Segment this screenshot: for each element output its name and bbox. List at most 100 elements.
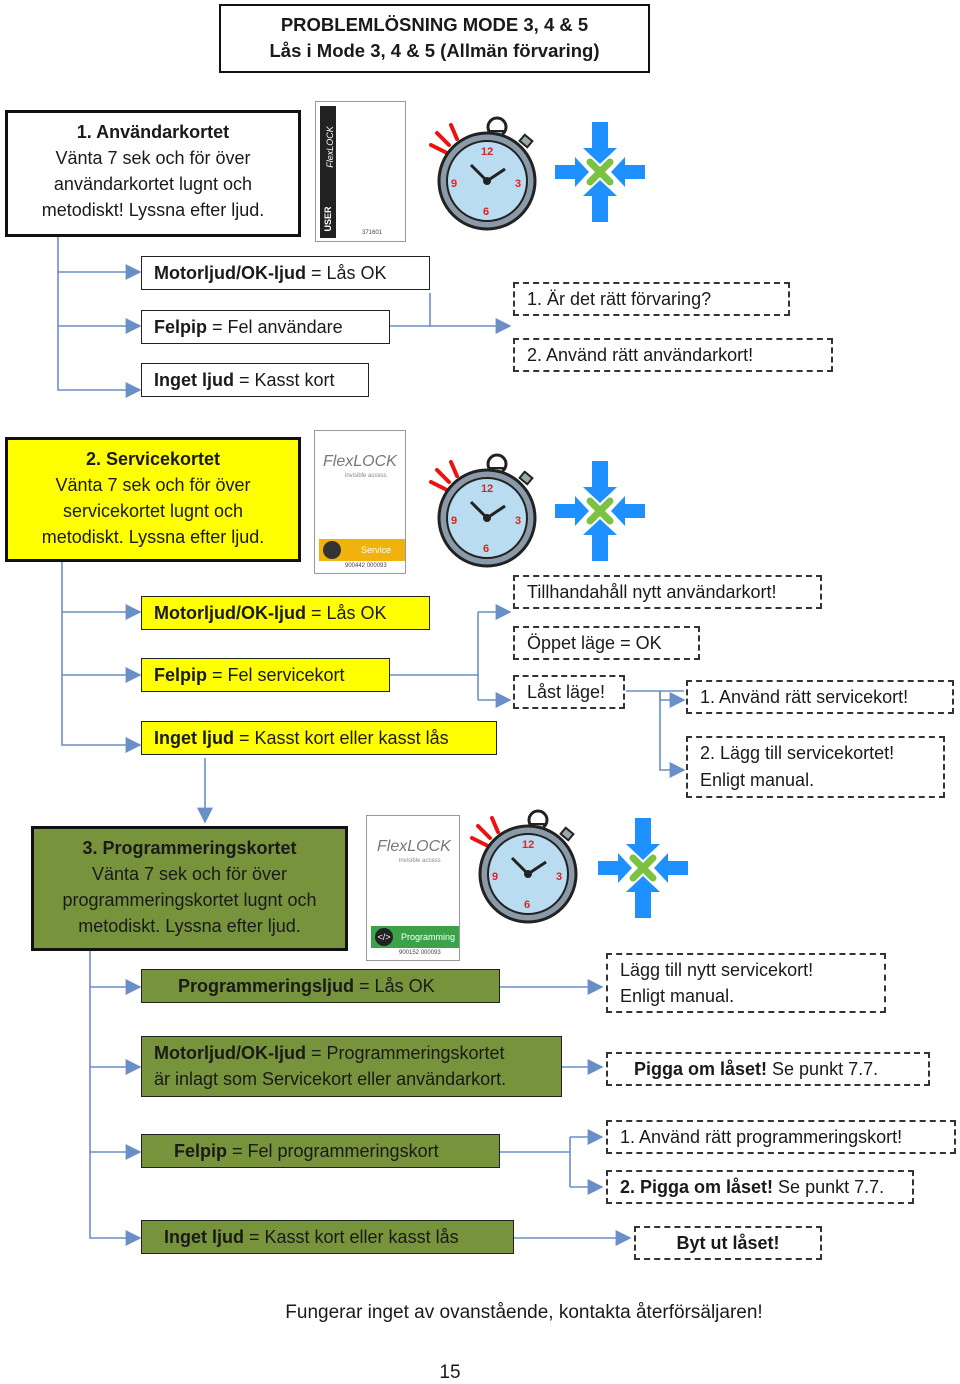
stopwatch-number-12: 12 xyxy=(522,839,534,851)
s3-result-felpip-value: = Fel programmeringskort xyxy=(227,1141,439,1161)
s3-result-ok: Programmeringsljud = Lås OK xyxy=(141,969,500,1003)
s2-action-new-user-card: Tillhandahåll nytt användarkort! xyxy=(513,575,822,609)
s1-result-silent-value: = Kasst kort xyxy=(234,370,335,390)
code-icon: </> xyxy=(375,928,393,946)
stopwatch-number-3: 3 xyxy=(515,515,521,527)
s3-result-motor-key: Motorljud/OK-ljud xyxy=(154,1043,306,1063)
page-title: PROBLEMLÖSNING MODE 3, 4 & 5 xyxy=(280,14,589,35)
step-1-heading: 1. Användarkortet xyxy=(76,122,230,142)
stopwatch-number-12: 12 xyxy=(481,146,493,158)
step-3-heading: 3. Programmeringskortet xyxy=(82,838,297,858)
programming-card-image: FlexLOCK invisible access </> Programmin… xyxy=(366,815,460,961)
s3-result-silent-key: Inget ljud xyxy=(164,1227,244,1247)
s3-action-add-service-card-line2: Enligt manual. xyxy=(620,986,735,1006)
programming-card-tagline: invisible access xyxy=(399,858,441,864)
s1-result-felpip: Felpip = Fel användare xyxy=(141,310,390,344)
programming-card-code: 900152 000093 xyxy=(399,950,441,956)
stopwatch-number-9: 9 xyxy=(451,515,457,527)
page-title-box: PROBLEMLÖSNING MODE 3, 4 & 5 Lås i Mode … xyxy=(219,4,650,73)
s3-result-felpip-key: Felpip xyxy=(174,1141,227,1161)
page-number: 15 xyxy=(439,1362,461,1383)
step-1-user-card-box: 1. Användarkortet Vänta 7 sek och för öv… xyxy=(5,110,301,237)
s3-result-ok-key: Programmeringsljud xyxy=(178,976,355,996)
s2-result-felpip-key: Felpip xyxy=(154,665,207,685)
converge-arrows-icon xyxy=(555,122,645,222)
s2-result-felpip: Felpip = Fel servicekort xyxy=(141,658,390,692)
s2-result-ok-key: Motorljud/OK-ljud xyxy=(154,603,306,623)
s3-action-reset-lock-2: 2. Pigga om låset! Se punkt 7.7. xyxy=(606,1170,914,1204)
step-3-body: Vänta 7 sek och för över programmeringsk… xyxy=(62,864,317,936)
step-1-body: Vänta 7 sek och för över användarkortet … xyxy=(41,148,265,220)
step-2-body: Vänta 7 sek och för över servicekortet l… xyxy=(41,475,265,547)
s2-result-ok-value: = Lås OK xyxy=(305,603,387,623)
stopwatch-number-9: 9 xyxy=(492,871,498,883)
programming-card-label: Programming xyxy=(401,932,456,942)
s3-action-add-service-card: Lägg till nytt servicekort! Enligt manua… xyxy=(606,953,886,1013)
stopwatch-icon: 12 3 6 9 xyxy=(425,115,543,233)
s1-action-2: 2. Använd rätt användarkort! xyxy=(513,338,833,372)
s2-action-open-mode: Öppet läge = OK xyxy=(513,626,700,660)
footer-note: Fungerar inget av ovanstående, kontakta … xyxy=(285,1302,763,1323)
s2-result-silent: Inget ljud = Kasst kort eller kasst lås xyxy=(141,721,497,755)
s3-result-silent: Inget ljud = Kasst kort eller kasst lås xyxy=(141,1220,514,1254)
s1-result-felpip-value: = Fel användare xyxy=(207,317,343,337)
stopwatch-number-9: 9 xyxy=(451,178,457,190)
s2-action-add-service-card-line1: 2. Lägg till servicekortet! xyxy=(700,743,895,763)
s3-result-motor-value2: är inlagt som Servicekort eller användar… xyxy=(154,1069,507,1089)
page-subtitle: Lås i Mode 3, 4 & 5 (Allmän förvaring) xyxy=(269,40,600,61)
service-card-label: Service xyxy=(361,545,392,555)
s3-action-right-programming-card: 1. Använd rätt programmeringskort! xyxy=(606,1120,956,1154)
s3-result-motor-value: = Programmeringskortet xyxy=(305,1043,505,1063)
converge-arrows-icon xyxy=(598,818,688,918)
s1-result-silent-key: Inget ljud xyxy=(154,370,234,390)
stopwatch-number-6: 6 xyxy=(483,543,489,555)
s1-result-ok-key: Motorljud/OK-ljud xyxy=(154,263,306,283)
wrench-icon xyxy=(323,541,341,559)
s3-result-motor: Motorljud/OK-ljud = Programmeringskortet… xyxy=(141,1036,562,1097)
s2-result-ok: Motorljud/OK-ljud = Lås OK xyxy=(141,596,430,630)
stopwatch-number-6: 6 xyxy=(524,899,530,911)
s1-action-1: 1. Är det rätt förvaring? xyxy=(513,282,790,316)
s1-result-ok: Motorljud/OK-ljud = Lås OK xyxy=(141,256,430,290)
s3-action-replace-lock-text: Byt ut låset! xyxy=(676,1233,780,1253)
service-card-image: FlexLOCK invisible access Service 900442… xyxy=(314,430,406,574)
s2-result-silent-key: Inget ljud xyxy=(154,728,234,748)
s2-action-add-service-card: 2. Lägg till servicekortet! Enligt manua… xyxy=(686,736,945,798)
stopwatch-number-3: 3 xyxy=(515,178,521,190)
service-card-brand: FlexLOCK xyxy=(323,453,397,470)
converge-arrows-icon xyxy=(555,461,645,561)
stopwatch-icon: 12 3 6 9 xyxy=(466,808,584,926)
user-card-code: 371601 xyxy=(362,230,383,236)
stopwatch-number-6: 6 xyxy=(483,206,489,218)
s1-result-silent: Inget ljud = Kasst kort xyxy=(141,363,369,397)
s3-result-ok-value: = Lås OK xyxy=(354,976,435,996)
step-3-programming-card-box: 3. Programmeringskortet Vänta 7 sek och … xyxy=(31,826,348,951)
s3-action-reset-lock-rest: Se punkt 7.7. xyxy=(767,1059,879,1079)
s3-action-add-service-card-line1: Lägg till nytt servicekort! xyxy=(620,960,814,980)
user-card-image: FlexLOCK USER 371601 xyxy=(315,101,406,242)
stopwatch-number-12: 12 xyxy=(481,483,493,495)
s2-result-silent-value: = Kasst kort eller kasst lås xyxy=(234,728,449,748)
s3-action-reset-lock-2-rest: Se punkt 7.7. xyxy=(773,1177,885,1197)
stopwatch-icon: 12 3 6 9 xyxy=(425,452,543,570)
service-card-code: 900442 000093 xyxy=(345,563,387,569)
s3-action-reset-lock-bold: Pigga om låset! xyxy=(634,1059,768,1079)
s3-result-felpip: Felpip = Fel programmeringskort xyxy=(141,1134,500,1168)
s2-action-right-service-card: 1. Använd rätt servicekort! xyxy=(686,680,954,714)
s3-action-reset-lock-2-bold: 2. Pigga om låset! xyxy=(620,1177,774,1197)
service-card-tagline: invisible access xyxy=(345,473,387,479)
s2-action-locked-mode: Låst läge! xyxy=(513,675,625,709)
step-2-service-card-box: 2. Servicekortet Vänta 7 sek och för öve… xyxy=(5,437,301,562)
user-card-label: USER xyxy=(323,206,333,232)
s2-result-felpip-value: = Fel servicekort xyxy=(207,665,345,685)
s3-action-reset-lock: Pigga om låset! Se punkt 7.7. xyxy=(606,1052,930,1086)
s3-result-silent-value: = Kasst kort eller kasst lås xyxy=(244,1227,459,1247)
programming-card-brand: FlexLOCK xyxy=(377,838,451,855)
s3-action-replace-lock: Byt ut låset! xyxy=(634,1226,822,1260)
stopwatch-number-3: 3 xyxy=(556,871,562,883)
s2-action-add-service-card-line2: Enligt manual. xyxy=(700,770,815,790)
s1-result-ok-value: = Lås OK xyxy=(305,263,387,283)
s1-result-felpip-key: Felpip xyxy=(154,317,207,337)
user-card-brand: FlexLOCK xyxy=(325,126,335,168)
